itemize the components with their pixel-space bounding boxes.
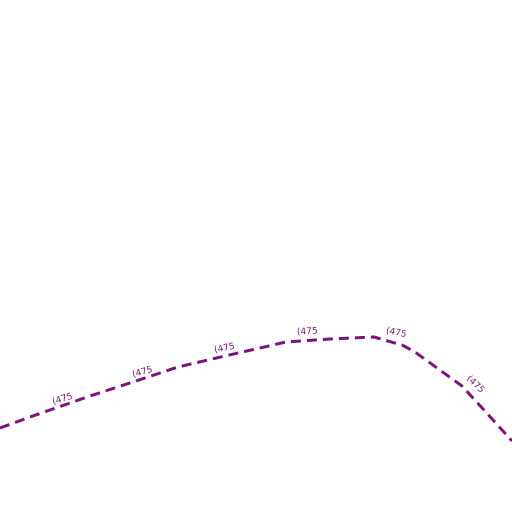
- route-label-4: (475: [297, 326, 318, 337]
- route-label-3: (475: [213, 342, 235, 356]
- route-label-5: (475: [385, 326, 407, 340]
- route-475-line[interactable]: [0, 335, 512, 443]
